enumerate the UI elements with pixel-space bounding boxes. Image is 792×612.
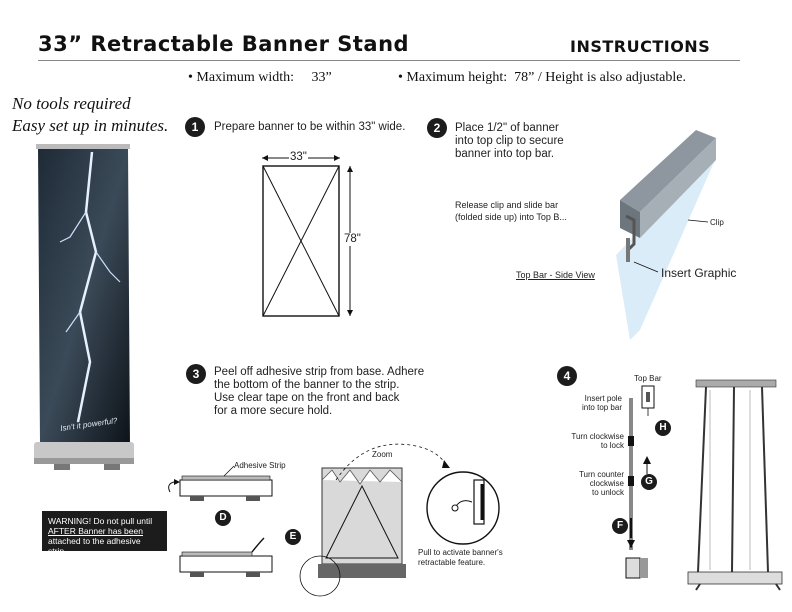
top-bar-side-view-label: Top Bar - Side View	[516, 270, 595, 280]
step-3-number: 3	[186, 364, 206, 384]
release-clip-line-1: Release clip and slide bar	[455, 200, 559, 210]
turn-ccw-line-3: to unlock	[591, 488, 624, 497]
top-bar-side-view-diagram	[616, 130, 716, 340]
step-1-banner-diagram	[262, 155, 353, 317]
zoom-label: Zoom	[372, 450, 393, 459]
turn-ccw-line-2: clockwise	[589, 479, 624, 488]
clip-label: Clip	[710, 218, 724, 227]
tagline-no-tools: No tools required	[12, 94, 131, 113]
turn-cw-line-2: to lock	[600, 441, 624, 450]
turn-ccw-line-1: Turn counter	[578, 470, 624, 479]
step-2-line-1: Place 1/2" of banner	[455, 122, 559, 134]
step-1-number: 1	[185, 117, 205, 137]
insert-graphic-label: Insert Graphic	[661, 266, 737, 280]
step-letter-e: E	[285, 529, 301, 545]
step-letter-d: D	[215, 510, 231, 526]
max-height-spec: • Maximum height: 78” / Height is also a…	[398, 70, 686, 85]
page-title: 33” Retractable Banner Stand	[38, 32, 410, 56]
warning-line-1: WARNING! Do not pull until	[48, 516, 153, 526]
step-3-line-2: the bottom of the banner to the strip.	[214, 379, 400, 391]
pull-line-1: Pull to activate banner's	[418, 548, 503, 557]
pole-assembly-diagram	[625, 379, 783, 591]
adhesive-strip-base-diagram	[168, 465, 273, 577]
step-letter-g: G	[641, 474, 657, 490]
insert-pole-line-1: Insert pole	[584, 394, 622, 403]
step-2-number: 2	[427, 118, 447, 138]
step-3-line-1: Peel off adhesive strip from base. Adher…	[214, 366, 425, 378]
warning-line-2: AFTER Banner has been	[48, 526, 143, 536]
header-divider	[38, 60, 740, 61]
step-4-number: 4	[557, 366, 577, 386]
width-label: 33"	[289, 151, 308, 164]
step-2-line-3: banner into top bar.	[455, 148, 555, 160]
instructions-heading: INSTRUCTIONS	[570, 37, 711, 56]
turn-cw-line-1: Turn clockwise	[571, 432, 624, 441]
top-bar-label: Top Bar	[634, 374, 662, 383]
height-label: 78"	[344, 233, 361, 246]
banner-base-zoom-diagram	[299, 443, 500, 597]
tagline-easy-setup: Easy set up in minutes.	[12, 116, 169, 135]
step-3-line-3: Use clear tape on the front and back	[214, 392, 400, 404]
warning-line-3: attached to the adhesive strip.	[48, 536, 141, 556]
pull-line-2: retractable feature.	[418, 558, 486, 567]
max-width-spec: • Maximum width: 33”	[188, 70, 332, 85]
step-2-line-2: into top clip to secure	[455, 135, 564, 147]
release-clip-line-2: (folded side up) into Top B...	[455, 212, 567, 222]
adhesive-strip-label: Adhesive Strip	[234, 461, 286, 470]
step-1-text: Prepare banner to be within 33" wide.	[214, 121, 406, 133]
step-letter-f: F	[612, 518, 628, 534]
banner-stand-photo	[34, 144, 134, 470]
warning-box: WARNING! Do not pull until AFTER Banner …	[42, 511, 167, 556]
step-letter-h: H	[655, 420, 671, 436]
insert-pole-line-2: into top bar	[581, 403, 622, 412]
step-3-line-4: for a more secure hold.	[214, 405, 333, 417]
